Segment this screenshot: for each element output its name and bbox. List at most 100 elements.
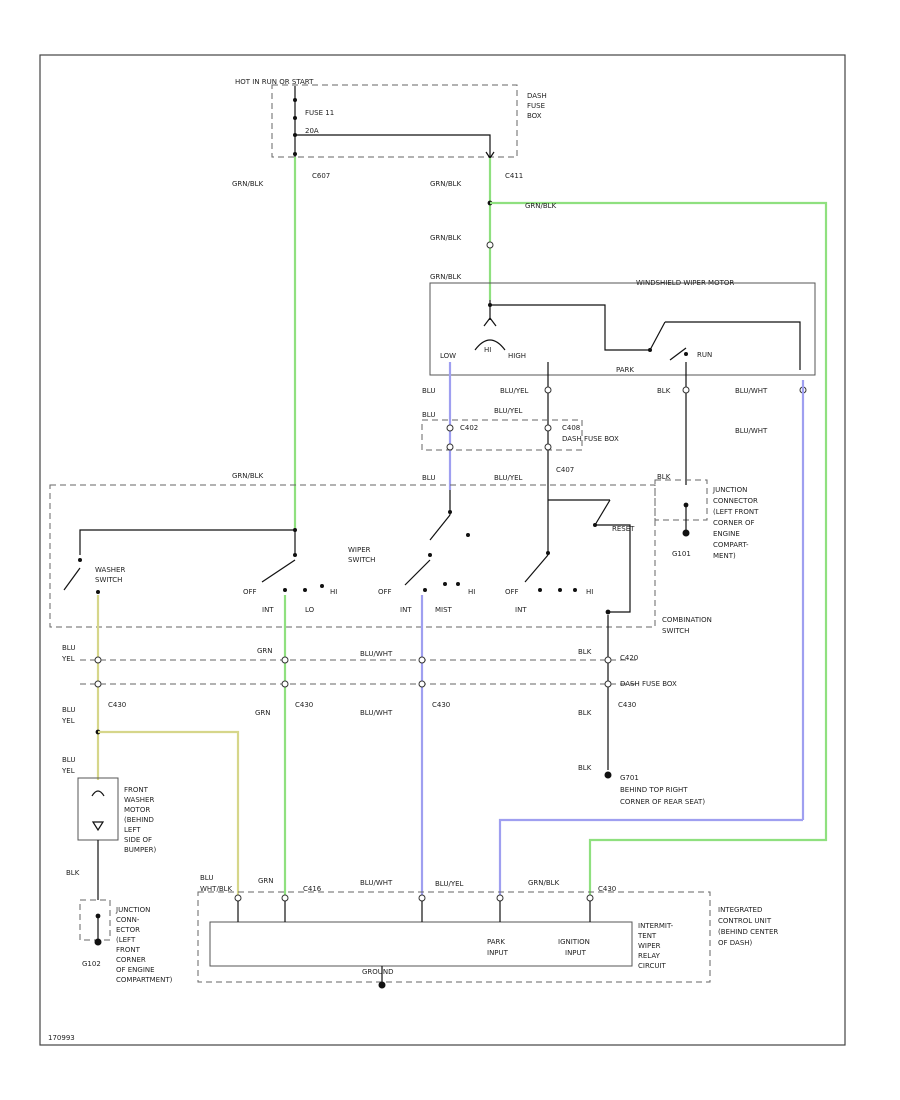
grn-blk-label-2: GRN/BLK <box>430 180 462 188</box>
icu-label-2: CONTROL UNIT <box>718 917 772 925</box>
park-label: PARK <box>616 366 634 374</box>
ignition-input-label-1: IGNITION <box>558 938 590 946</box>
off-label-3: OFF <box>505 588 519 596</box>
blu-yel-label-1: BLU/YEL <box>500 387 529 395</box>
blu-label-5: BLU <box>62 706 75 714</box>
wiper-switch-label-2: SWITCH <box>348 556 375 564</box>
icu-label-3: (BEHIND CENTER <box>718 928 778 936</box>
dash-fuse-box-outline <box>271 84 518 158</box>
grn-blk-label-1: GRN/BLK <box>232 180 264 188</box>
reset-label: RESET <box>612 525 635 533</box>
front-washer-motor-label-4: (BEHIND <box>124 816 154 824</box>
grn-blk-label-6: GRN/BLK <box>232 472 264 480</box>
dash-fuse-box-label-2: FUSE <box>527 102 545 110</box>
behind-top-right-label-2: CORNER OF REAR SEAT) <box>620 798 705 806</box>
combination-switch-outline <box>49 484 656 628</box>
junction-connector-label-5: ENGINE <box>713 530 740 538</box>
windshield-wiper-motor-label: WINDSHIELD WIPER MOTOR <box>636 279 734 287</box>
junction-connector-2-label-6: CORNER <box>116 956 146 964</box>
int-label-2: INT <box>400 606 412 614</box>
blu-wht-label-1: BLU/WHT <box>735 387 768 395</box>
blk-label-5: BLK <box>578 764 592 772</box>
diagram-id: 170993 <box>48 1034 75 1042</box>
blk-label-2: BLK <box>657 473 671 481</box>
park-input-label-1: PARK <box>487 938 505 946</box>
c408-label: C408 <box>562 424 580 432</box>
grn-blk-label-3: GRN/BLK <box>525 202 557 210</box>
grn-blk-label-4: GRN/BLK <box>430 234 462 242</box>
blk-label-3: BLK <box>578 648 592 656</box>
c402-label: C402 <box>460 424 478 432</box>
c430-label-3: C430 <box>432 701 450 709</box>
dash-fuse-box-label-row: DASH FUSE BOX <box>620 680 677 688</box>
junction-connector-2-label-2: CONN- <box>116 916 140 924</box>
blu-label-4: BLU <box>62 644 75 652</box>
junction-connector-label-2: CONNECTOR <box>713 497 758 505</box>
lo-label: LO <box>305 606 315 614</box>
c607-label: C607 <box>312 172 330 180</box>
grn-blk-label-5: GRN/BLK <box>430 273 462 281</box>
junction-connector-2-label-4: (LEFT <box>116 936 136 944</box>
fuse-amp-label: 20A <box>305 127 319 135</box>
icu-inner-box <box>209 921 633 967</box>
blu-label-2: BLU <box>422 411 435 419</box>
blk-label-6: BLK <box>66 869 80 877</box>
c411-label: C411 <box>505 172 523 180</box>
park-input-label-2: INPUT <box>487 949 509 957</box>
junction-connector-2-label-7: OF ENGINE <box>116 966 155 974</box>
off-label-1: OFF <box>243 588 257 596</box>
junction-connector-2-label-1: JUNCTION <box>115 906 150 914</box>
off-label-2: OFF <box>378 588 392 596</box>
int-label-3: INT <box>515 606 527 614</box>
icu-label-4: OF DASH) <box>718 939 753 947</box>
low-label: LOW <box>440 352 456 360</box>
intermittent-label-5: CIRCUIT <box>638 962 667 970</box>
junction-connector-2-label-5: FRONT <box>116 946 141 954</box>
blu-label-1: BLU <box>422 387 435 395</box>
ignition-input-label-2: INPUT <box>565 949 587 957</box>
c430-label-2: C430 <box>295 701 313 709</box>
dash-fuse-box-row <box>80 659 640 685</box>
c430-label-4: C430 <box>618 701 636 709</box>
fuse-label: FUSE 11 <box>305 109 334 117</box>
junction-connector-left <box>79 899 111 941</box>
front-washer-motor-label-2: WASHER <box>124 796 154 804</box>
blu-wht-label-5: BLU/WHT <box>360 879 393 887</box>
grn-label-1: GRN <box>257 647 273 655</box>
intermittent-label-2: TENT <box>637 932 657 940</box>
icu-label-1: INTEGRATED <box>718 906 762 914</box>
icu-outline <box>197 891 711 983</box>
behind-top-right-label-1: BEHIND TOP RIGHT <box>620 786 688 794</box>
c430-label-5: C430 <box>598 885 616 893</box>
yel-label-1: YEL <box>61 655 75 663</box>
windshield-wiper-motor-box <box>429 282 816 376</box>
high-label: HIGH <box>508 352 526 360</box>
junction-connector-2-label-8: COMPARTMENT) <box>116 976 173 984</box>
front-washer-motor-label-6: SIDE OF <box>124 836 152 844</box>
wiper-switch-label-1: WIPER <box>348 546 371 554</box>
grn-label-2: GRN <box>255 709 271 717</box>
junction-connector-label-1: JUNCTION <box>712 486 747 494</box>
c416-label: C416 <box>303 885 322 893</box>
hi-label-4: HI <box>586 588 593 596</box>
junction-connector-right <box>654 479 708 521</box>
yel-label-2: YEL <box>61 717 75 725</box>
mist-label: MIST <box>435 606 453 614</box>
c420-label: C420 <box>620 654 638 662</box>
junction-connector-label-7: MENT) <box>713 552 736 560</box>
intermittent-label-1: INTERMIT- <box>638 922 674 930</box>
hi-label: HI <box>484 346 491 354</box>
g701-label: G701 <box>620 774 639 782</box>
combination-switch-label-1: COMBINATION <box>662 616 712 624</box>
blk-label-1: BLK <box>657 387 671 395</box>
wht-blk-label: WHT/BLK <box>200 885 233 893</box>
intermittent-label-4: RELAY <box>638 952 661 960</box>
c430-label-1: C430 <box>108 701 126 709</box>
int-label-1: INT <box>262 606 274 614</box>
front-washer-motor-label-5: LEFT <box>124 826 141 834</box>
grn-blk-label-7: GRN/BLK <box>528 879 560 887</box>
junction-connector-label-3: (LEFT FRONT <box>713 508 759 516</box>
dash-fuse-box-label-3: BOX <box>527 112 542 120</box>
g102-label: G102 <box>82 960 101 968</box>
g101-label: G101 <box>672 550 691 558</box>
